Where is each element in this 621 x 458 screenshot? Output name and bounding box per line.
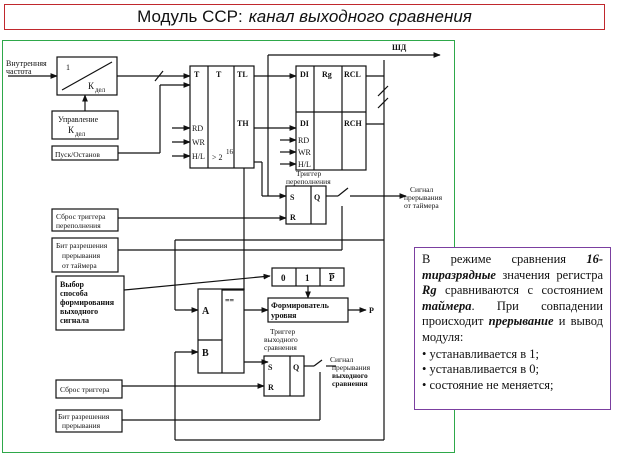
- info-text-3: сравниваются с состоянием: [436, 283, 603, 298]
- info-text-2: значения регистра: [495, 267, 603, 282]
- cmp-int-1: Сигнал: [330, 355, 354, 364]
- cmp-q: Q: [293, 363, 299, 372]
- timer-rd: RD: [192, 124, 203, 133]
- divider-top: 1: [66, 63, 70, 72]
- timer-t1: T: [194, 70, 200, 79]
- info-text-5: и вывод модуля:: [422, 314, 603, 344]
- info-em-16bit: 16-тиразрядные: [422, 252, 603, 282]
- mux-1: 1: [305, 273, 310, 283]
- cmp-trig-2: выходного: [264, 335, 298, 344]
- timer-wr: WR: [192, 138, 206, 147]
- start-stop-label: Пуск/Останов: [55, 150, 100, 159]
- timer-int-1: Сигнал: [410, 185, 434, 194]
- comp-eq: ==: [225, 296, 235, 305]
- reset-overflow-2: переполнения: [56, 221, 101, 230]
- timer-hl: H/L: [192, 152, 205, 161]
- cmp-trig-3: сравнения: [264, 343, 297, 352]
- comp-a: A: [202, 306, 210, 317]
- cmp-r: R: [268, 383, 274, 392]
- timer-int-enable-box: [51, 237, 119, 273]
- reset-trigger-box: [55, 379, 123, 399]
- info-paragraph: В режиме сравнения 16-тиразрядные значен…: [422, 252, 603, 346]
- overflow-trig-2: переполнения: [286, 177, 331, 186]
- rg-hl: H/L: [298, 160, 311, 169]
- overflow-q: Q: [314, 193, 320, 202]
- control-sub: дел: [75, 130, 86, 138]
- level-1: Формирователь: [271, 301, 330, 310]
- reset-trigger-label: Сброс триггера: [60, 385, 110, 394]
- bus-label: ШД: [392, 43, 407, 52]
- control-1: Управление: [58, 115, 99, 124]
- mode-3: формирования: [60, 298, 115, 307]
- comp-b: B: [202, 348, 209, 359]
- level-2: уровня: [271, 311, 297, 320]
- rg-rch: RCH: [344, 119, 363, 128]
- info-em-timer: таймера: [422, 298, 472, 313]
- rg-rd: RD: [298, 136, 309, 145]
- timer-int-3: от таймера: [404, 201, 439, 210]
- info-em-interrupt: прерывание: [488, 314, 554, 329]
- info-bullet: состояние не меняется;: [422, 378, 603, 394]
- overflow-trigger: [285, 185, 327, 225]
- slide-title: Модуль CCP: канал выходного сравнения: [4, 4, 605, 30]
- info-em-rg: Rg: [422, 283, 437, 298]
- overflow-r: R: [290, 213, 296, 222]
- rg-block: [295, 65, 367, 171]
- mode-1: Выбор: [60, 280, 84, 289]
- p-out: P: [369, 306, 374, 315]
- mux-0: 0: [281, 273, 286, 283]
- cmp-int-4: сравнения: [332, 379, 368, 388]
- mode-2: способа: [60, 289, 88, 298]
- mode-5: сигнала: [60, 316, 89, 325]
- rg-di2: DI: [300, 119, 309, 128]
- info-bullets: устанавливается в 1; устанавливается в 0…: [422, 347, 603, 394]
- reset-overflow-box: [51, 208, 119, 232]
- timer-th: TH: [237, 119, 249, 128]
- cmp-s: S: [268, 363, 273, 372]
- cmp-trig-1: Триггер: [270, 327, 295, 336]
- int-enable-1: Бит разрешения: [58, 412, 110, 421]
- timer-int-2: прерывания: [404, 193, 443, 202]
- timer-pow-exp: 16: [226, 148, 234, 156]
- internal-freq-2: частота: [6, 67, 32, 76]
- rg-wr: WR: [298, 148, 312, 157]
- timer-block: [189, 65, 255, 169]
- info-text-1: В режиме сравнения: [422, 252, 587, 266]
- internal-freq-1: Внутренняя: [6, 59, 47, 68]
- info-bullet: устанавливается в 1;: [422, 347, 603, 363]
- timer-tl: TL: [237, 70, 248, 79]
- overflow-s: S: [290, 193, 295, 202]
- compare-trigger: [263, 355, 305, 397]
- diagram-frame: [2, 40, 455, 453]
- divider-k-sub: дел: [95, 86, 106, 94]
- divider-diagonal: [61, 61, 113, 91]
- timer-int-enable-1: Бит разрешения: [56, 241, 108, 250]
- mux-p: P: [329, 273, 335, 283]
- int-enable-2: прерывания: [62, 421, 101, 430]
- cmp-int-2: прерывания: [332, 363, 371, 372]
- cmp-int-3: выходного: [332, 371, 368, 380]
- int-enable-box: [55, 409, 123, 433]
- overflow-trig-1: Триггер: [296, 169, 321, 178]
- timer-int-enable-2: прерывания: [62, 251, 101, 260]
- rg-di1: DI: [300, 70, 309, 79]
- info-box: В режиме сравнения 16-тиразрядные значен…: [414, 247, 611, 410]
- timer-int-enable-3: от таймера: [62, 261, 97, 270]
- comparator-block: [197, 288, 245, 374]
- rg-label: Rg: [322, 70, 332, 79]
- timer-t2: T: [216, 70, 222, 79]
- divider-k: К: [88, 81, 95, 91]
- mode-4: выходного: [60, 307, 98, 316]
- info-text-4: . При совпадении происходит: [422, 298, 603, 329]
- title-italic: канал выходного сравнения: [248, 7, 472, 26]
- title-main: Модуль CCP:: [137, 7, 243, 26]
- info-bullet: устанавливается в 0;: [422, 362, 603, 378]
- reset-overflow-1: Сброс триггера: [56, 212, 106, 221]
- rg-rcl: RCL: [344, 70, 361, 79]
- control-2: К: [68, 125, 75, 135]
- mode-select-box: [55, 275, 125, 331]
- timer-pow: > 2: [212, 153, 223, 162]
